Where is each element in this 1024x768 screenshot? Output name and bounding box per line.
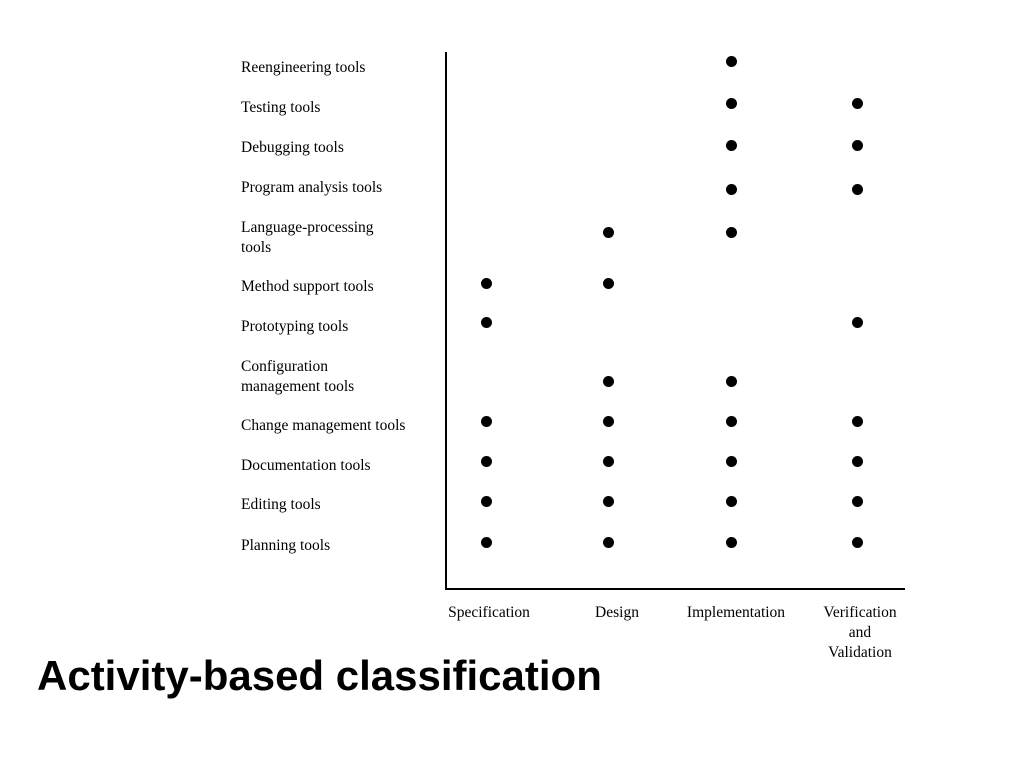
activity-marker	[480, 277, 492, 289]
activity-marker	[725, 495, 737, 507]
activity-marker	[602, 455, 614, 467]
matrix-horizontal-axis	[445, 588, 905, 590]
activity-marker	[480, 415, 492, 427]
activity-marker	[725, 455, 737, 467]
row-label: Documentation tools	[241, 457, 371, 474]
row-label: Planning tools	[241, 537, 331, 554]
activity-marker	[725, 139, 737, 151]
activity-marker	[851, 139, 863, 151]
row-label: Method support tools	[241, 278, 374, 295]
row-label: Reengineering tools	[241, 59, 366, 76]
column-label: Implementation	[686, 604, 786, 621]
activity-marker	[851, 415, 863, 427]
row-label: Language-processing tools	[241, 219, 374, 256]
activity-marker	[602, 495, 614, 507]
row-label: Debugging tools	[241, 139, 344, 156]
column-label: Design	[595, 604, 639, 621]
activity-marker	[725, 226, 737, 238]
activity-marker	[725, 536, 737, 548]
activity-marker	[480, 316, 492, 328]
activity-marker	[851, 183, 863, 195]
activity-marker	[851, 495, 863, 507]
matrix-vertical-axis	[445, 52, 447, 590]
row-label: Change management tools	[241, 417, 406, 434]
activity-marker	[602, 375, 614, 387]
activity-marker	[851, 97, 863, 109]
activity-marker	[725, 97, 737, 109]
activity-marker	[725, 375, 737, 387]
slide-title: Activity-based classification	[37, 652, 602, 699]
row-label: Configuration management tools	[241, 358, 355, 395]
activity-marker	[602, 415, 614, 427]
activity-marker	[602, 226, 614, 238]
activity-marker	[480, 455, 492, 467]
activity-marker	[725, 183, 737, 195]
activity-marker	[725, 55, 737, 67]
activity-marker	[851, 455, 863, 467]
activity-marker	[602, 277, 614, 289]
row-label: Program analysis tools	[241, 179, 383, 196]
row-label: Prototyping tools	[241, 318, 349, 335]
activity-marker	[480, 495, 492, 507]
column-label: Verification and Validation	[823, 604, 897, 661]
row-label: Editing tools	[241, 496, 321, 513]
activity-marker	[602, 536, 614, 548]
activity-marker	[851, 316, 863, 328]
column-label: Specification	[448, 604, 530, 621]
activity-marker	[851, 536, 863, 548]
activity-marker	[725, 415, 737, 427]
row-label: Testing tools	[241, 99, 321, 116]
activity-marker	[480, 536, 492, 548]
